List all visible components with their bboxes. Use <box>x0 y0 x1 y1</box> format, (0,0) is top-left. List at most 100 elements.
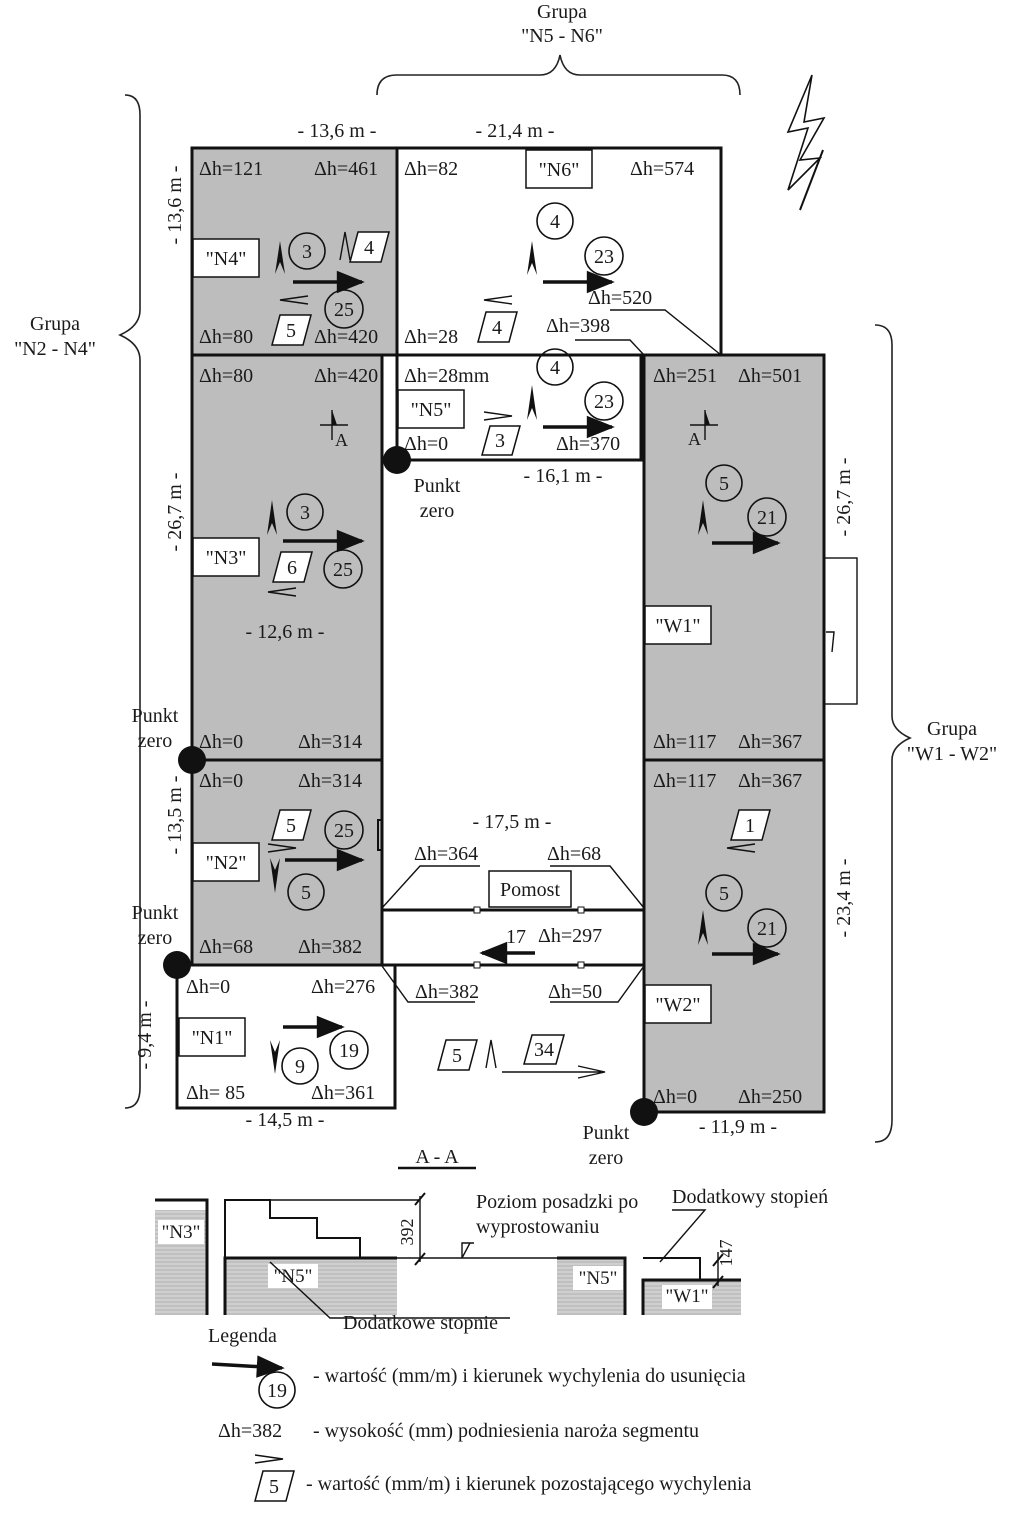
n4-tilt-circle <box>288 232 326 270</box>
n2-notch <box>377 819 382 851</box>
n1-tilt-value-2: 19 <box>339 1040 359 1062</box>
n3-tilt-up-icon <box>267 500 277 535</box>
n2-remain-right-icon <box>267 843 297 853</box>
n4-tilt-up-icon <box>275 241 285 274</box>
section-level-marker <box>461 1242 474 1259</box>
n4-remain-value: 4 <box>364 237 374 259</box>
pomost-post-3 <box>473 961 481 969</box>
section-dim147-tick <box>712 1253 724 1289</box>
dim-w2-width: - 11,9 m - <box>699 1116 777 1138</box>
n6-remain-box <box>477 311 518 343</box>
n4-remain-box-2 <box>271 314 312 346</box>
n4-tilt-value: 3 <box>302 241 312 263</box>
section-n3-label: "N3" <box>162 1222 201 1243</box>
pomost-label: Pomost <box>500 879 560 901</box>
n3-label: "N3" <box>206 547 247 569</box>
section-w1-step <box>643 1257 701 1280</box>
brace-w1-w2 <box>874 324 912 1143</box>
n4-dh-tr: Δh=461 <box>314 158 378 180</box>
w2-tilt-value: 5 <box>719 883 729 905</box>
n4-remain-left-icon <box>279 295 309 305</box>
pomost-dh-tl: Δh=364 <box>414 843 478 865</box>
dim-n4-width: - 13,6 m - <box>298 120 377 142</box>
zero-point-n3 <box>178 746 206 774</box>
n5-remain-right-icon <box>483 411 513 421</box>
legend-line-2: - wysokość (mm) podniesienia naroża segm… <box>313 1420 699 1442</box>
brace-n2-n4 <box>118 94 141 1109</box>
n1-dh-tr: Δh=276 <box>311 976 375 998</box>
dim-n6-width: - 21,4 m - <box>476 120 555 142</box>
n6-dh-tl: Δh=82 <box>404 158 458 180</box>
section-n5b-label: "N5" <box>579 1268 618 1289</box>
n4-remain-box <box>349 231 390 263</box>
pomost-label-box <box>488 870 572 908</box>
n6-tilt-circle <box>536 202 574 240</box>
n4-label-box <box>192 238 260 278</box>
n3-dh-bl: Δh=0 <box>199 731 243 753</box>
section-n3-wall <box>155 1198 209 1315</box>
w2-remain-left-icon <box>726 843 756 853</box>
n5-label: "N5" <box>411 399 452 421</box>
dim-n2-height: - 13,5 m - <box>164 776 186 855</box>
dim-n4-height: - 13,6 m - <box>164 166 186 245</box>
legend-remain-icon <box>254 1454 284 1464</box>
section-dim147: 147 <box>716 1240 736 1267</box>
dim-n3-inner: - 12,6 m - <box>246 621 325 643</box>
zero-point-n2-line1: Punkt <box>132 902 179 924</box>
courtyard-remain-box-a <box>437 1039 478 1071</box>
n6-dh-mid: Δh=520 <box>588 287 652 309</box>
section-w1-floor <box>641 1278 741 1315</box>
n5-dh-tl: Δh=28mm <box>404 365 490 387</box>
n2-remain-value: 5 <box>286 815 296 837</box>
n1-tilt-circle-2 <box>329 1030 369 1070</box>
w2-dh-bl: Δh=0 <box>653 1086 697 1108</box>
n4-dh-bl: Δh=80 <box>199 326 253 348</box>
n1-tilt-circle <box>281 1047 319 1085</box>
dim-n5-width: - 16,1 m - <box>524 465 603 487</box>
n3-remain-value: 6 <box>287 557 297 579</box>
n4-dh-tl: Δh=121 <box>199 158 263 180</box>
n6-dh-tr: Δh=574 <box>630 158 694 180</box>
section-dodatkowy: Dodatkowy stopień <box>672 1186 828 1208</box>
section-dim392-tick-top <box>414 1192 426 1206</box>
w1-dh-bl: Δh=117 <box>653 731 716 753</box>
w1-label-box <box>644 605 712 645</box>
zero-point-w2 <box>630 1098 658 1126</box>
section-dodatkowe: Dodatkowe stopnie <box>343 1312 498 1334</box>
n6-tilt-value-2: 23 <box>594 246 614 268</box>
n4-dh-br: Δh=420 <box>314 326 378 348</box>
n6-leader-520 <box>610 309 722 356</box>
section-n5b-floor <box>557 1256 627 1315</box>
pomost-leader-bl <box>381 965 475 1003</box>
svg-text:A: A <box>335 430 348 450</box>
zero-point-w2-line1: Punkt <box>583 1122 630 1144</box>
group-w1-w2-line1: Grupa <box>927 718 977 740</box>
n1-dh-br: Δh=361 <box>311 1082 375 1104</box>
n6-label-box <box>525 149 593 189</box>
n3-label-box <box>192 537 260 577</box>
n4-remain-up-icon <box>339 231 351 261</box>
zero-point-n2 <box>163 951 191 979</box>
segment-w1 <box>642 353 826 762</box>
n5-tilt-circle <box>536 348 574 386</box>
section-w1-label: "W1" <box>666 1286 709 1307</box>
n2-tilt-down-icon <box>270 858 280 893</box>
north-arrow-tail <box>799 149 824 211</box>
n4-remain-value-2: 5 <box>286 320 296 342</box>
legend-tilt-value: 19 <box>267 1380 287 1402</box>
section-poziom-1: Poziom posadzki po <box>476 1191 638 1213</box>
courtyard-remain-box-b <box>523 1034 565 1065</box>
pomost-tilt-value: 17 <box>506 926 526 948</box>
courtyard-remain-up-icon <box>485 1039 497 1069</box>
w1-label: "W1" <box>655 615 700 637</box>
legend-tilt-circle <box>258 1371 296 1409</box>
n5-remain-value: 3 <box>495 430 505 452</box>
w2-remain-box <box>730 809 771 841</box>
n6-remain-value: 4 <box>492 317 502 339</box>
section-dodatkowe-leader <box>269 1261 510 1319</box>
n1-dh-tl: Δh=0 <box>186 976 230 998</box>
group-n2-n4-line2: "N2 - N4" <box>14 338 96 360</box>
w2-tilt-circle <box>705 874 743 912</box>
n3-tilt-value-2: 25 <box>333 559 353 581</box>
